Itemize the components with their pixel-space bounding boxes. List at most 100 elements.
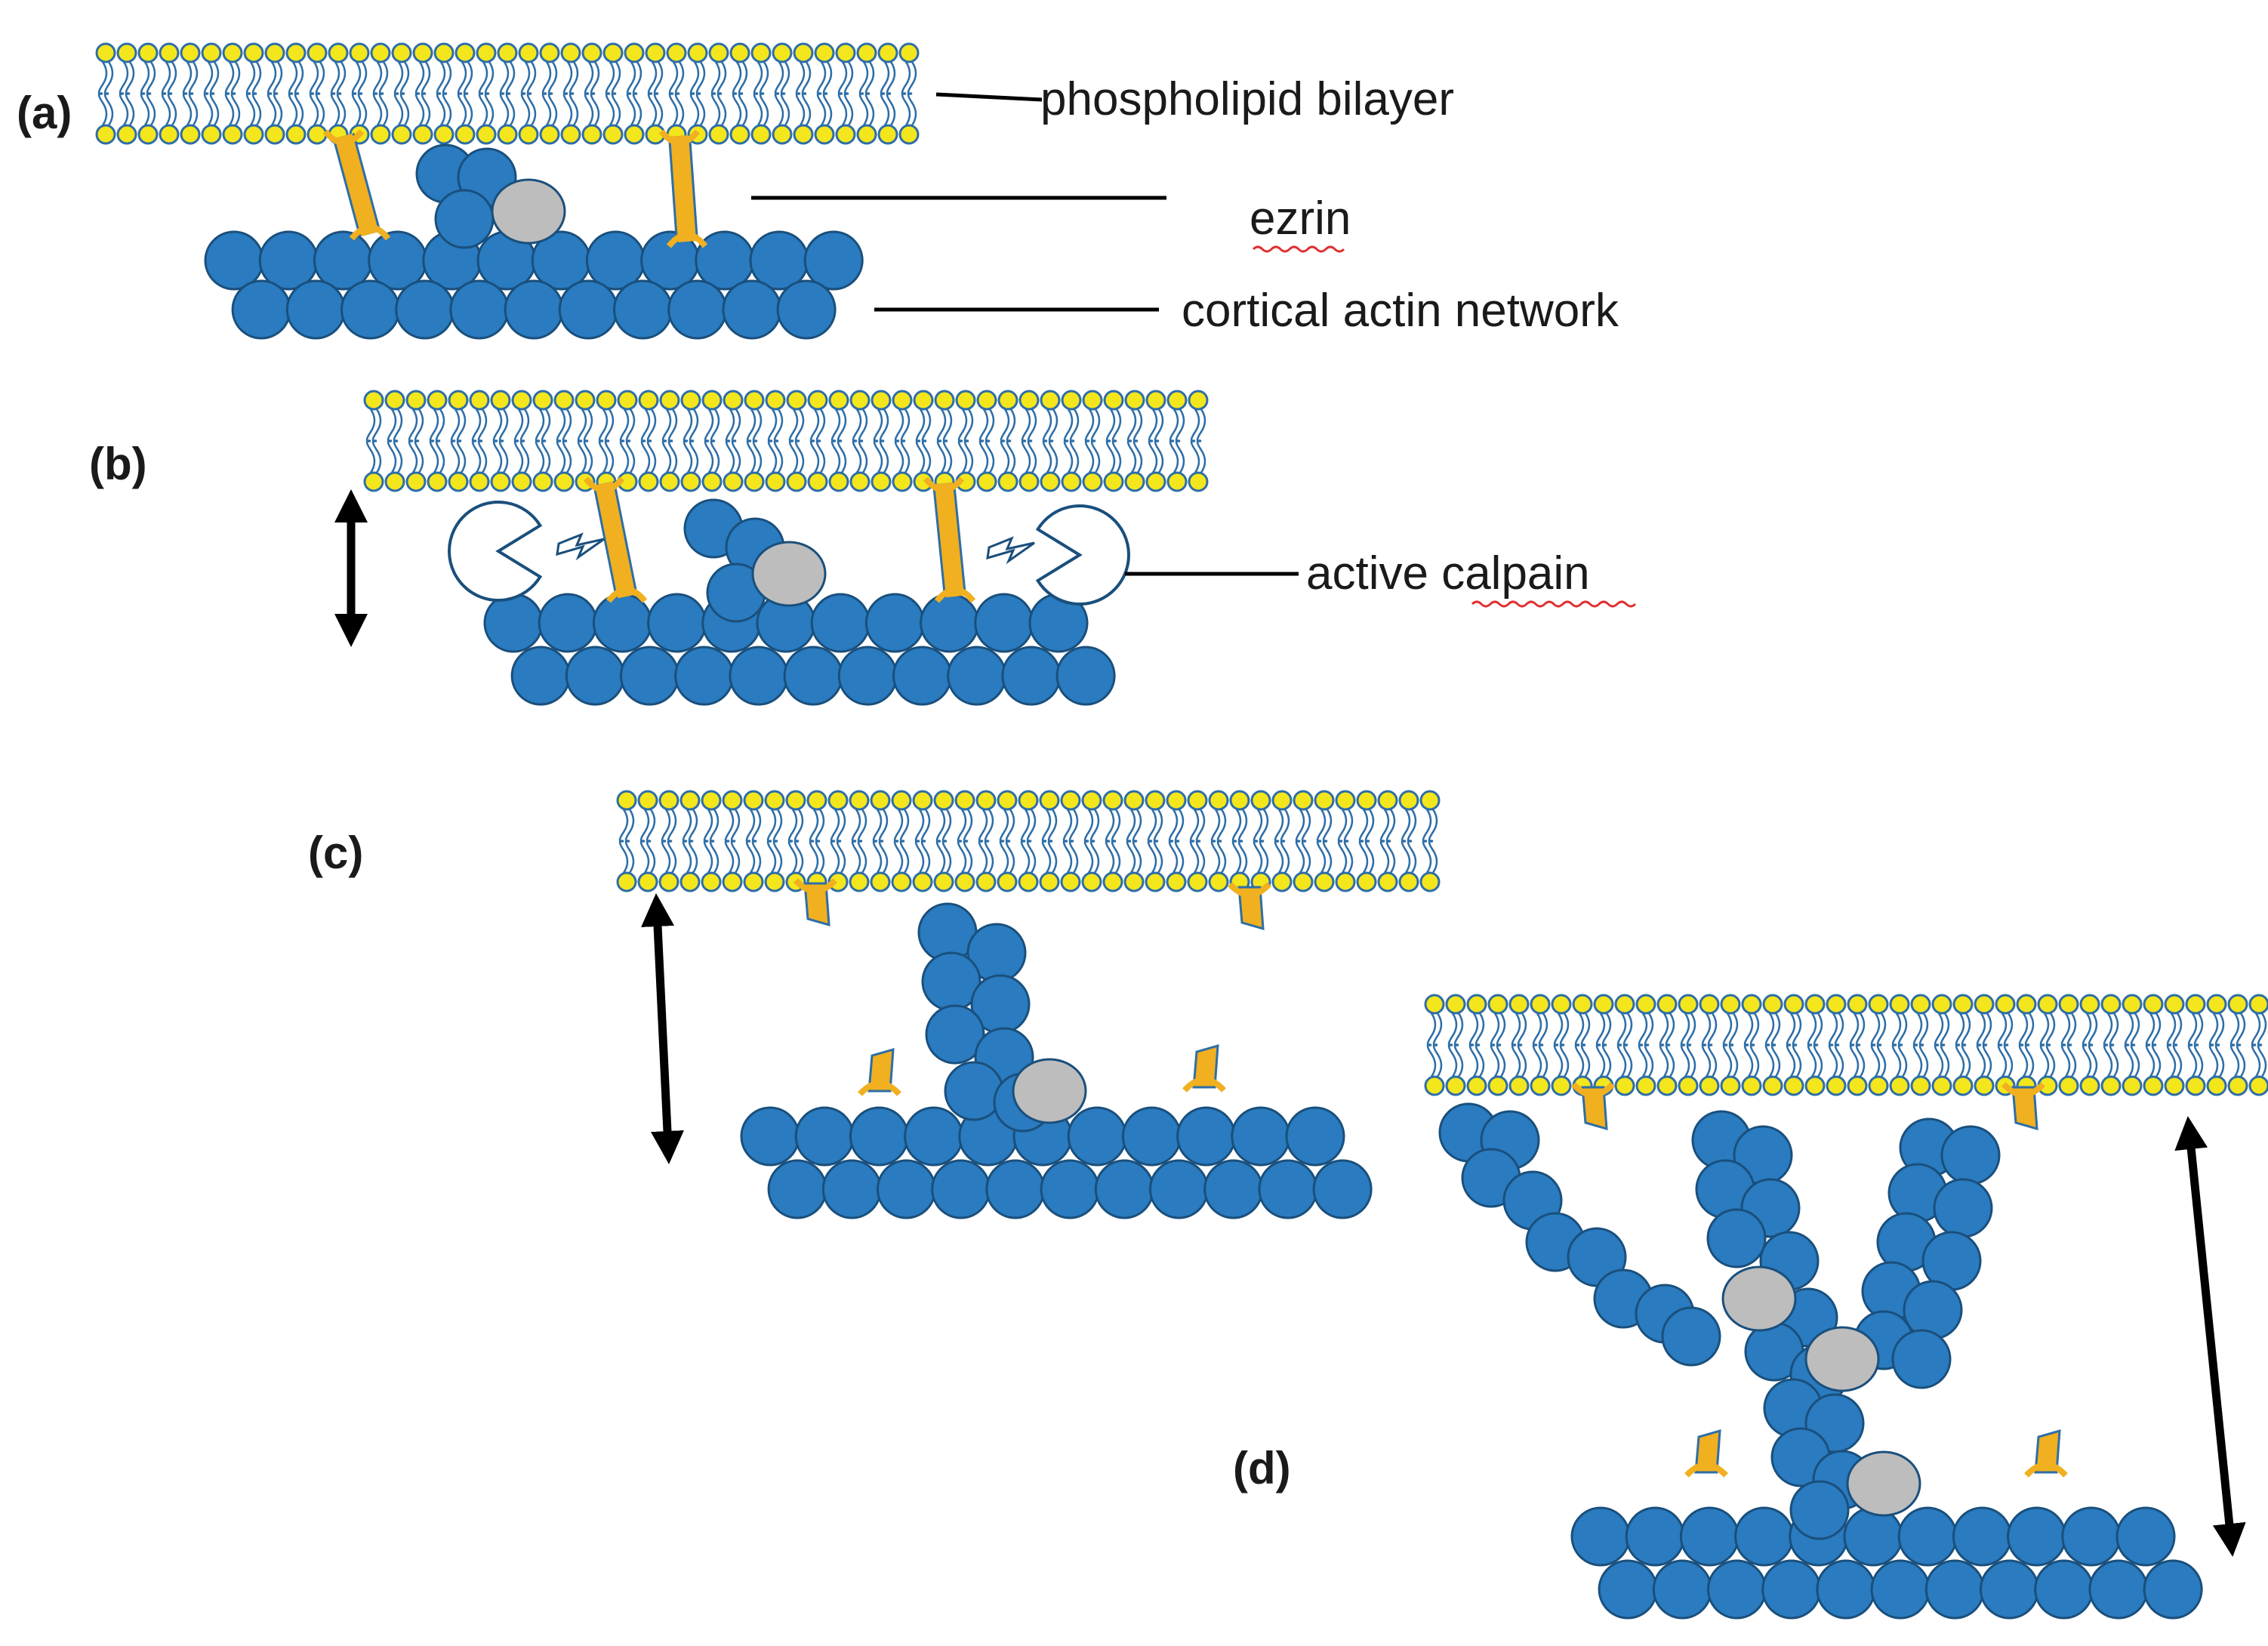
lipid-head-a [666,42,687,63]
lipid-head-b [786,390,807,411]
actin-monomer [2143,1559,2203,1620]
lipid-head-b [490,471,511,492]
lipid-head-a [349,42,370,63]
lipid-head-c [1018,871,1039,892]
lipid-head-a [835,42,856,63]
lipid-head-c [1377,871,1398,892]
ezrin-cup [1182,1077,1226,1093]
lipid-head-d [1826,994,1847,1015]
lipid-head-a [729,42,750,63]
lipid-head-b [1082,471,1103,492]
actin-network-b [483,593,1116,706]
lipid-head-a [856,42,877,63]
label-phospholipid-bilayer: phospholipid bilayer [1040,73,1454,125]
lipid-head-c [637,871,658,892]
actin-monomer [904,1106,964,1167]
lipid-head-c [1166,790,1187,811]
actin-filament-a [415,143,517,249]
lipid-head-a [476,42,497,63]
lipid-head-b [849,390,871,411]
lipid-head-d [1847,1075,1868,1096]
gray-protein [751,541,827,607]
lipid-head-d [1741,1075,1762,1096]
lipid-head-c [1145,871,1166,892]
actin-monomer [783,646,843,706]
actin-monomer [285,279,346,340]
lipid-head-a [602,124,624,145]
ezrin-stub [1581,1086,1608,1131]
lipid-head-b [427,390,448,411]
actin-monomer [647,593,707,653]
lipid-head-b [405,471,427,492]
gray-protein [1804,1326,1880,1392]
lipid-head-c [975,790,997,811]
ezrin-fragment-c-top-left [793,878,837,927]
lipid-head-b [575,390,596,411]
lipid-head-a [772,42,793,63]
ezrin-fragment-d-top-left [1571,1082,1615,1131]
lipid-head-c [1102,790,1123,811]
lipid-head-a [772,124,793,145]
lipid-head-d [1487,1075,1508,1096]
lipid-head-a [391,42,412,63]
lipid-head-a [497,42,518,63]
lipid-head-c [870,871,891,892]
lipid-head-d [2185,994,2206,1015]
lipid-head-a [539,42,560,63]
ezrin-tail [349,224,391,241]
lipid-head-b [744,390,765,411]
actin-monomer [810,593,871,653]
lipid-head-c [1060,790,1081,811]
lipid-head-c [891,790,912,811]
lipid-head-d [1466,994,1487,1015]
lipid-head-c [1208,871,1229,892]
ezrin-cup [1228,882,1271,898]
actin-monomer [231,279,291,340]
lipid-head-d [1635,994,1656,1015]
lipid-head-a [898,42,920,63]
lipid-head-c [1208,790,1229,811]
gray-protein [1012,1058,1087,1124]
distance-arrow-d [2174,1116,2246,1557]
lipid-head-b [871,390,892,411]
ezrin-fragment-d-bot-left [1684,1429,1728,1478]
lipid-head-a [264,42,285,63]
lipid-head-a [116,42,137,63]
lipid-head-b [765,471,786,492]
lipid-head-b [1103,390,1124,411]
actin-monomer [1891,1329,1952,1389]
lipid-head-b [1166,471,1188,492]
lipid-head-b [786,471,807,492]
lipid-head-a [624,42,645,63]
actin-monomer [1176,1106,1237,1167]
lipid-head-d [1445,994,1466,1015]
bilayer-d [1424,994,2268,1096]
lipid-head-a [708,124,729,145]
lipid-head-d [1656,1075,1678,1096]
lipid-head-a [180,124,201,145]
lipid-head-c [1187,790,1208,811]
ezrin-stub [1237,886,1265,931]
ezrin-fragment-d-bot-right [2024,1429,2068,1478]
actin-monomer [565,646,625,706]
calpain-right [1035,504,1130,606]
lipid-head-c [870,790,891,811]
lipid-head-c [701,790,722,811]
lipid-head-b [892,390,913,411]
lipid-head-d [2100,994,2122,1015]
lipid-head-c [1166,871,1187,892]
lipid-head-b [701,390,723,411]
lipid-head-d [1974,994,1995,1015]
ezrin-rod [670,135,696,242]
lipid-head-b [448,471,469,492]
ezrin-fragment-c-top-right [1228,882,1271,931]
lipid-head-d [2037,994,2058,1015]
lipid-head-b [427,471,448,492]
calpain-left [448,501,543,602]
lipid-head-c [1018,790,1039,811]
leader-line-phospholipid [935,92,1043,102]
actin-monomer [803,230,864,291]
lipid-head-d [1530,994,1551,1015]
lipid-head-c [849,871,870,892]
lipid-head-a [877,42,898,63]
